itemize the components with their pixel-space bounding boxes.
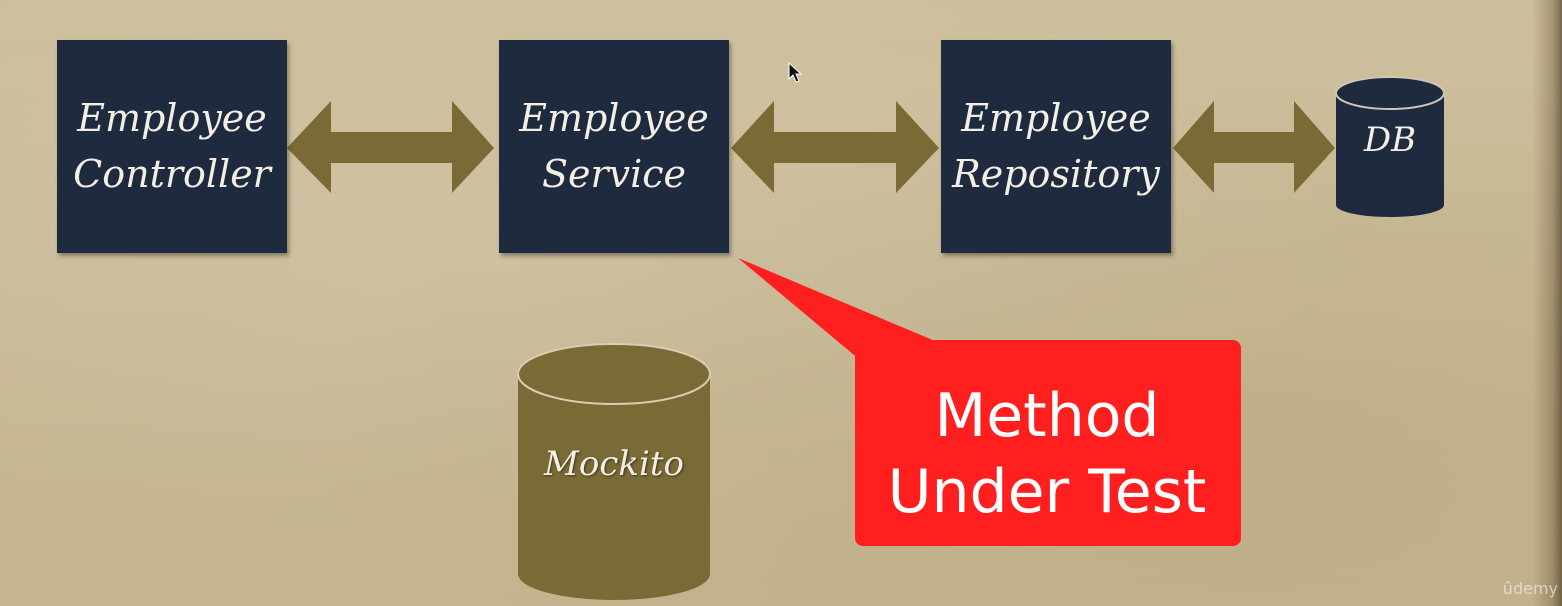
employee-repository-line2: Repository	[952, 151, 1160, 196]
udemy-watermark: ûdemy	[1502, 579, 1558, 598]
db-label: DB	[1363, 120, 1417, 160]
paper-edge	[1532, 0, 1562, 606]
employee-repository-box: Employee Repository	[941, 40, 1171, 253]
callout-text: Method Under Test	[862, 366, 1232, 542]
arrow-controller-service	[287, 101, 494, 193]
mockito-cylinder	[517, 343, 711, 600]
db-cylinder	[1335, 76, 1445, 217]
employee-service-line2: Service	[541, 151, 687, 196]
arrow-repository-db	[1173, 101, 1335, 193]
employee-controller-box: Employee Controller	[57, 40, 287, 253]
callout-line2: Under Test	[887, 457, 1207, 527]
employee-repository-line1: Employee	[961, 96, 1151, 141]
mouse-cursor-icon	[788, 62, 803, 83]
employee-service-line1: Employee	[519, 96, 709, 141]
employee-controller-line2: Controller	[73, 151, 271, 196]
employee-service-box: Employee Service	[499, 40, 729, 253]
callout-line1: Method	[934, 381, 1160, 451]
callout-bubble	[738, 258, 1241, 546]
employee-controller-line1: Employee	[77, 96, 267, 141]
arrow-service-repository	[731, 101, 939, 193]
mockito-label: Mockito	[544, 444, 684, 484]
